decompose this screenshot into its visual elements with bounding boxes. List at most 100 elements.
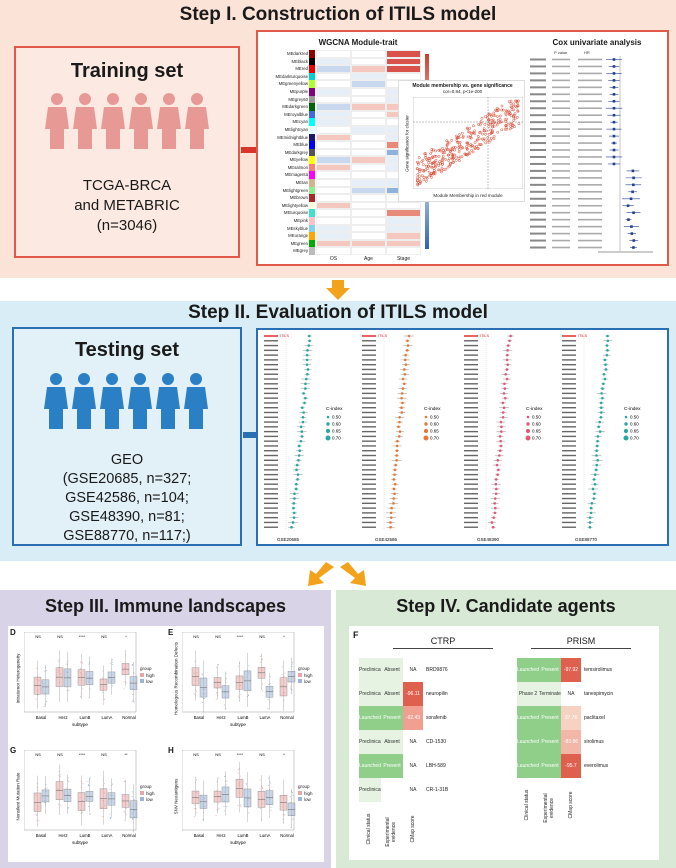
legend-title: group [140, 784, 152, 789]
forest-row-label [464, 473, 478, 476]
boxplot-ylabel: Nonsilent Mutation Rate [15, 772, 21, 821]
cox-gene-label [530, 197, 546, 200]
wgcna-module-swatch [309, 163, 315, 172]
boxplot-dot [259, 808, 261, 810]
forest-row-label [264, 378, 278, 380]
wgcna-cell [386, 57, 421, 66]
boxplot-dot [196, 812, 198, 814]
legend-swatch [298, 797, 302, 801]
forest-row-label [264, 402, 278, 404]
scatter-point [495, 106, 499, 110]
wgcna-module-label: MEpink [293, 218, 308, 224]
cox-pvalue [552, 177, 570, 179]
wgcna-module-swatch [309, 171, 315, 180]
forest-row-label [362, 416, 376, 418]
scatter-point [487, 124, 491, 128]
cox-col-pvalue: P value [554, 50, 568, 55]
wgcna-cell [351, 179, 386, 187]
forest-point [503, 382, 506, 386]
forest-row-label [562, 507, 576, 509]
forest-point [402, 368, 406, 371]
scatter-point [486, 116, 489, 120]
boxplot-dot [196, 691, 198, 693]
boxplot-dot [109, 816, 111, 818]
boxplot-sig: NS [259, 752, 265, 757]
boxplot-dot [103, 702, 105, 704]
scatter-point [513, 125, 516, 128]
scatter-point [418, 177, 421, 181]
wgcna-module-swatch [309, 87, 315, 96]
boxplot-dot [239, 775, 241, 777]
forest-top-label: ITILS [280, 334, 290, 338]
forest-row-label [562, 340, 576, 342]
scatter-point [500, 108, 504, 112]
scatter-point [416, 167, 419, 171]
forest-point [397, 435, 401, 438]
wgcna-module-label: MEsalmon [287, 164, 308, 170]
cox-point [632, 211, 635, 214]
cox-hr [578, 100, 602, 103]
boxplot-sig: **** [237, 752, 244, 757]
wgcna-module-label: MEtan [295, 180, 308, 186]
scatter-point [460, 146, 464, 150]
wgcna-cell [351, 103, 386, 111]
forest-point [500, 425, 503, 429]
forest-row-label [464, 335, 478, 337]
boxplot-dot [281, 666, 283, 668]
ctrp-evidence-cell: Absent [381, 682, 403, 706]
forest-point [601, 387, 604, 390]
scatter-point [450, 147, 454, 150]
forest-row-label [264, 397, 278, 399]
forest-point [588, 516, 592, 519]
scatter-point [511, 104, 515, 108]
boxplot-dot [259, 779, 261, 781]
boxplot-dot [269, 676, 271, 678]
wgcna-cell [386, 232, 421, 240]
forest-legend-dot [325, 435, 331, 441]
legend-swatch [298, 673, 302, 677]
ctrp-col-label: Experimental evidence [385, 817, 397, 847]
scatter-point [458, 142, 462, 146]
forest-row-label [562, 483, 576, 485]
forest-row-label [464, 521, 478, 524]
wgcna-cell [351, 110, 386, 119]
scatter-point [418, 170, 421, 174]
scatter-point [441, 146, 444, 150]
wgcna-cell [316, 80, 351, 88]
forest-row-label [362, 359, 376, 361]
wgcna-cell [351, 217, 386, 225]
forest-point [493, 497, 497, 500]
cox-gene-label [530, 58, 546, 61]
scatter-point [500, 128, 504, 132]
forest-point [496, 468, 500, 472]
forest-legend-dot [325, 428, 331, 434]
scatter-point [455, 140, 459, 144]
prism-score-cell: -97.92 [561, 658, 581, 682]
forest-point [590, 502, 594, 505]
wgcna-cell [351, 239, 386, 248]
forest-row-label [362, 521, 376, 524]
scatter-point [515, 99, 519, 103]
wgcna-cell [351, 232, 386, 240]
forest-point [599, 406, 603, 410]
forest-legend-label: 0.60 [332, 422, 341, 427]
scatter-point [467, 130, 470, 134]
cox-gene-label [530, 149, 546, 152]
boxplot-dot [195, 779, 197, 781]
scatter-point [475, 138, 479, 142]
boxplot-dot [290, 687, 292, 689]
scatter-point [512, 102, 515, 106]
boxplot-sig: NS [215, 752, 221, 757]
boxplot-svg: NSBasalNSHer2****LumBNSLumA**Normalsubty… [24, 750, 138, 845]
forest-row-label [562, 344, 576, 347]
forest-point [293, 492, 296, 496]
wgcna-cell [316, 50, 351, 58]
forest-point [503, 387, 507, 390]
ctrp-drug-label: CD-1530 [426, 739, 447, 745]
forest-point [392, 502, 395, 505]
cox-point [612, 93, 616, 96]
boxplot-dot [37, 789, 39, 791]
scatter-point [466, 153, 469, 157]
boxplot-dot [80, 696, 82, 698]
wgcna-module-label: MEgreen [290, 240, 308, 246]
